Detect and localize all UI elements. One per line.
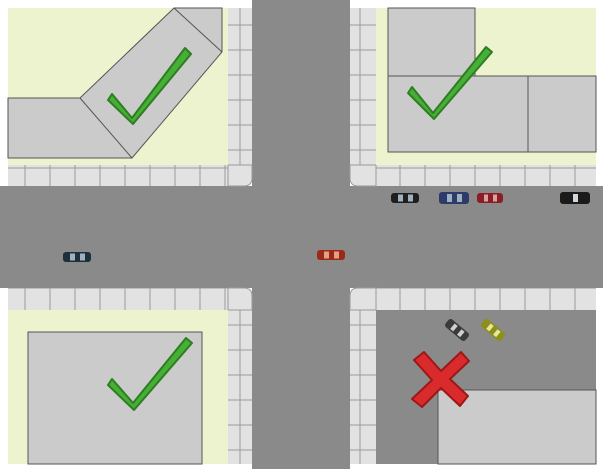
car [63,252,91,262]
check-icon [107,47,192,125]
car [477,193,503,203]
car [317,250,345,260]
check-icon [407,46,493,120]
lot-top-right [376,7,597,165]
car [481,319,505,341]
car [439,192,469,204]
check-icon [107,337,193,411]
vehicles [63,192,590,341]
lot-top-left [7,7,228,165]
vertical-road [252,0,350,469]
car [391,193,419,203]
lot-bottom-left [8,310,228,465]
sidewalks [8,8,596,464]
cross-icon [411,351,470,408]
car [445,319,469,341]
car [560,192,590,204]
lot-bottom-right [376,310,597,465]
